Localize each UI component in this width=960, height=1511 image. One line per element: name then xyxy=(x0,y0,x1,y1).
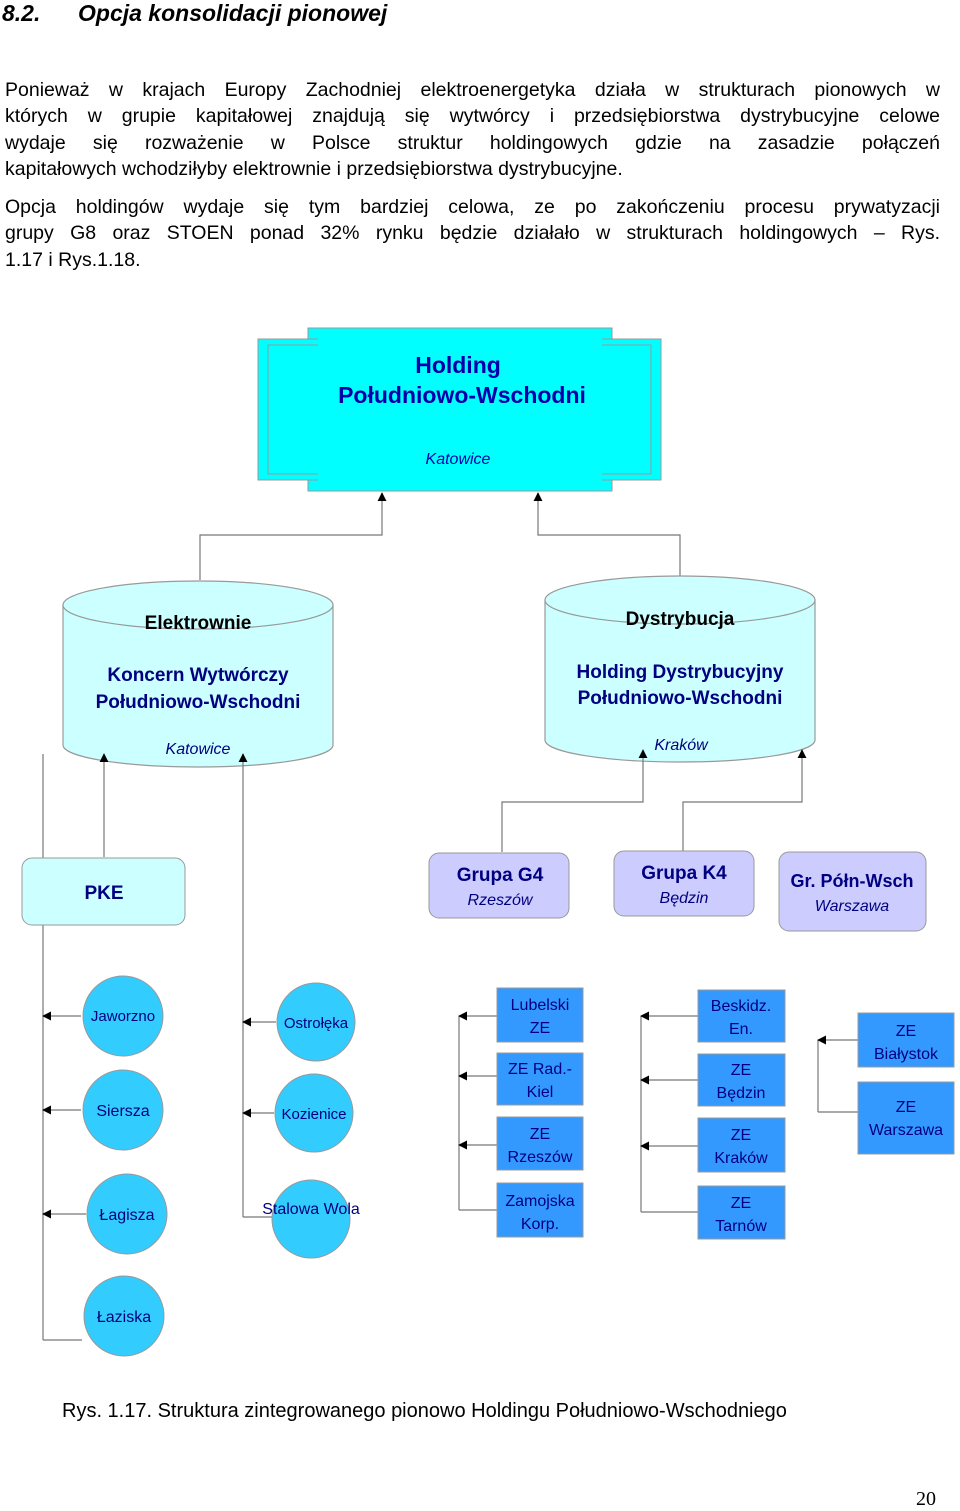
text-line: wydaje się rozważenie w Polsce struktur … xyxy=(5,131,940,154)
member-line: Kiel xyxy=(527,1084,554,1101)
elektrownie-city: Katowice xyxy=(166,741,231,758)
g4-lines xyxy=(458,1011,497,1211)
g4-box: Grupa G4 Rzeszów xyxy=(428,852,570,919)
gr-members: ZE Białystok ZE Warszawa xyxy=(857,1012,955,1155)
pke-label: PKE xyxy=(84,883,123,904)
plant-name: Kozienice xyxy=(281,1106,346,1123)
plant-name: Jaworzno xyxy=(91,1008,155,1025)
member-line: ZE xyxy=(530,1020,550,1037)
holding-box: Holding Południowo-Wschodni Katowice xyxy=(257,327,662,492)
plant-col2-lines xyxy=(242,1017,276,1218)
page-number: 20 xyxy=(916,1488,936,1510)
gr-lines xyxy=(817,1035,858,1113)
member-line: ZE Rad.- xyxy=(508,1061,572,1078)
figure-caption: Rys. 1.17. Struktura zintegrowanego pion… xyxy=(62,1400,787,1422)
plant-name: Stalowa Wola xyxy=(262,1201,360,1218)
k4-members: Beskidz. En. ZE Będzin ZE Kraków ZE Tarn… xyxy=(697,989,786,1240)
elektrownie-line1: Koncern Wytwórczy xyxy=(107,665,289,686)
elektrownie-title: Elektrownie xyxy=(145,613,252,634)
holding-line2: Południowo-Wschodni xyxy=(338,382,586,408)
gr-city: Warszawa xyxy=(815,898,889,915)
member-line: Warszawa xyxy=(869,1122,943,1139)
member-line: Kraków xyxy=(714,1150,768,1167)
gr-name: Gr. Półn-Wsch xyxy=(790,871,913,891)
plant-col1-lines xyxy=(42,1011,86,1341)
g4-members: Lubelski ZE ZE Rad.- Kiel ZE Rzeszów Zam… xyxy=(496,987,584,1238)
member-line: Beskidz. xyxy=(711,998,771,1015)
section-title: Opcja konsolidacji pionowej xyxy=(78,0,388,26)
plant-name: Łagisza xyxy=(99,1207,154,1224)
pke-box: PKE xyxy=(21,857,186,926)
k4-city: Będzin xyxy=(660,890,709,907)
g4-city: Rzeszów xyxy=(468,892,534,909)
plant-name: Ostrołęka xyxy=(284,1015,349,1032)
dystrybucja-city: Kraków xyxy=(654,737,709,754)
dystrybucja-line2: Południowo-Wschodni xyxy=(578,688,783,709)
dystrybucja-line1: Holding Dystrybucyjny xyxy=(577,662,784,683)
member-line: ZE xyxy=(896,1023,916,1040)
text-line: Opcja holdingów wydaje się tym bardziej … xyxy=(5,196,940,218)
member-line: ZE xyxy=(731,1195,751,1212)
text-line: Ponieważ w krajach Europy Zachodniej ele… xyxy=(5,79,940,101)
paragraph-1: Ponieważ w krajach Europy Zachodniej ele… xyxy=(5,77,940,182)
text-line: których w grupie kapitałowej znajdują si… xyxy=(5,105,940,128)
member-line: Tarnów xyxy=(715,1218,767,1235)
section-number: 8.2. xyxy=(2,0,41,26)
plant-col1: Jaworzno Siersza Łagisza Łaziska xyxy=(82,975,168,1357)
plant-name: Siersza xyxy=(96,1103,149,1120)
dystrybucja-title: Dystrybucja xyxy=(626,609,735,630)
cylinder-feed-lines xyxy=(42,749,807,1340)
gr-box: Gr. Półn-Wsch Warszawa xyxy=(778,851,927,932)
elektrownie-line2: Południowo-Wschodni xyxy=(96,692,301,713)
member-line: ZE xyxy=(731,1062,751,1079)
member-line: ZE xyxy=(731,1127,751,1144)
k4-name: Grupa K4 xyxy=(641,863,727,884)
member-line: Zamojska xyxy=(505,1193,574,1210)
member-line: Lubelski xyxy=(511,997,570,1014)
text-line: kapitałowych wchodziłyby elektrownie i p… xyxy=(5,157,623,180)
dystrybucja-cylinder: Dystrybucja Holding Dystrybucyjny Połudn… xyxy=(544,575,816,763)
member-line: ZE xyxy=(896,1099,916,1116)
text-line: grupy G8 oraz STOEN ponad 32% rynku będz… xyxy=(5,222,940,245)
text-line: 1.17 i Rys.1.18. xyxy=(5,248,141,271)
holding-line1: Holding xyxy=(415,352,501,378)
section-heading: 8.2. Opcja konsolidacji pionowej xyxy=(2,0,387,27)
member-line: ZE xyxy=(530,1126,550,1143)
elektrownie-cylinder: Elektrownie Koncern Wytwórczy Południowo… xyxy=(62,580,334,768)
member-line: Rzeszów xyxy=(508,1149,573,1166)
k4-lines xyxy=(640,1011,698,1213)
paragraph-2: Opcja holdingów wydaje się tym bardziej … xyxy=(5,194,940,273)
member-line: Będzin xyxy=(717,1085,766,1102)
member-line: En. xyxy=(729,1021,753,1038)
connector-lines xyxy=(199,492,681,580)
k4-box: Grupa K4 Będzin xyxy=(613,850,755,917)
member-line: Korp. xyxy=(521,1216,559,1233)
holding-city: Katowice xyxy=(426,451,491,468)
member-line: Białystok xyxy=(874,1046,939,1063)
g4-name: Grupa G4 xyxy=(457,865,544,886)
plant-col2: Ostrołęka Kozienice Stalowa Wola xyxy=(262,982,360,1259)
plant-name: Łaziska xyxy=(97,1309,151,1326)
